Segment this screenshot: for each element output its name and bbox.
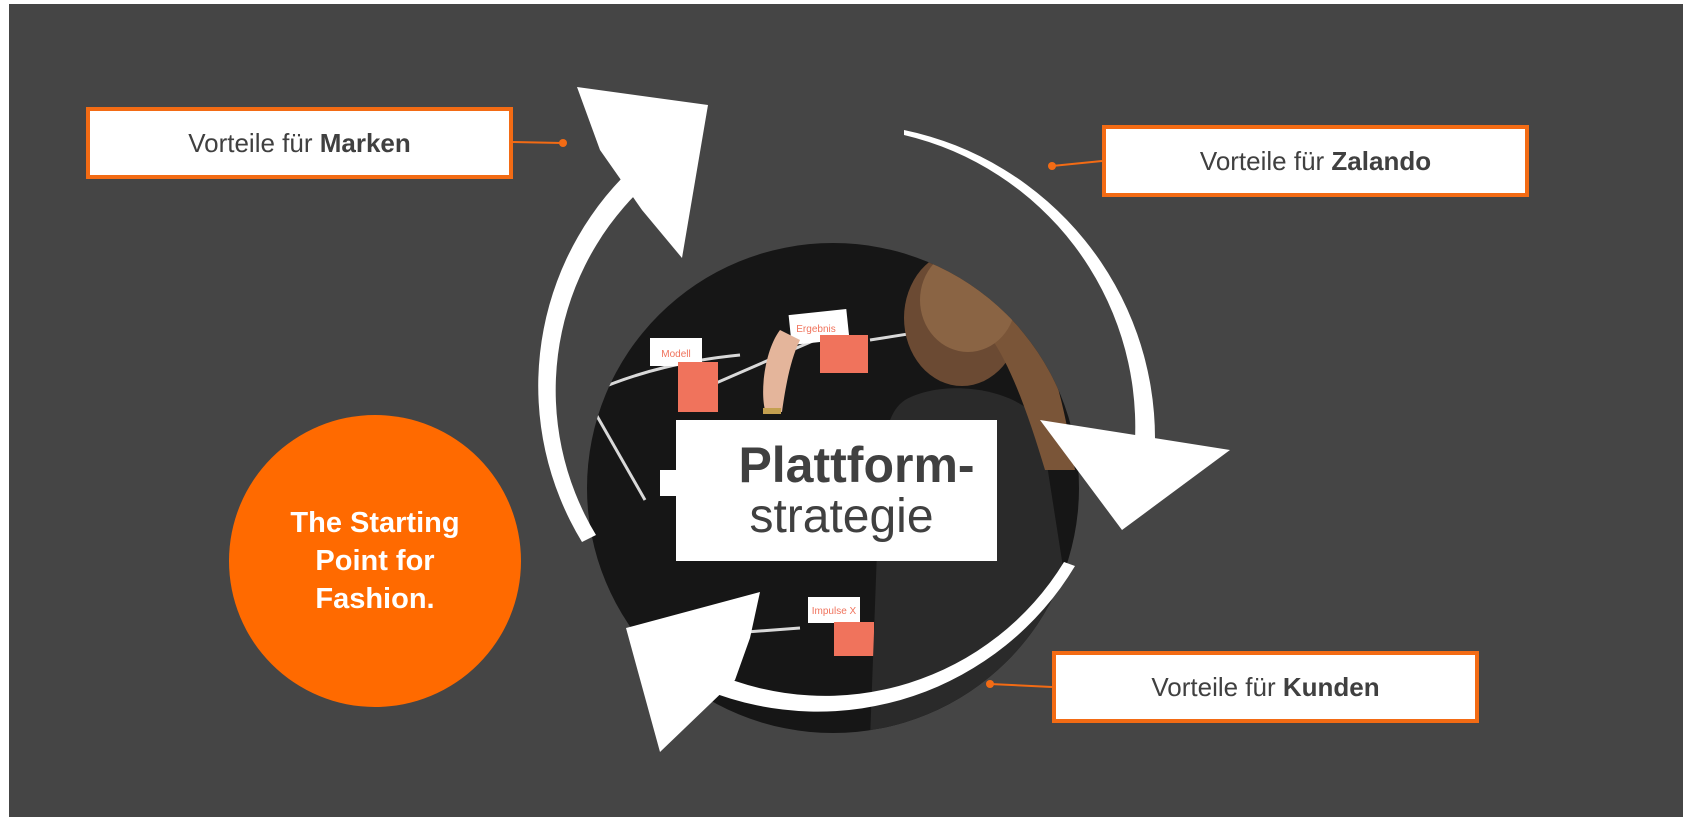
center-title-line1: Plattform-	[738, 437, 975, 494]
tagline-badge: The Starting Point for Fashion.	[229, 415, 521, 707]
label-zalando-prefix: Vorteile für	[1199, 145, 1332, 176]
connector-marken	[512, 141, 563, 144]
note-card-4: Impulse X	[808, 597, 874, 656]
note-card-3: Ergebnis	[788, 309, 868, 373]
connector-lines	[512, 141, 1103, 688]
arrow-bottom	[626, 562, 1075, 752]
center-title-box: Plattform- strategie	[676, 420, 997, 561]
tagline-line1: The Starting	[290, 507, 460, 539]
note-card-2: Modell	[650, 338, 718, 412]
tagline-line3: Fashion.	[315, 583, 435, 615]
center-title-line2: strategie	[749, 489, 934, 543]
tagline-line2: Point for	[315, 545, 435, 577]
label-marken-strong: Marken	[319, 127, 411, 158]
cycle-arrows	[538, 87, 1230, 752]
tagline-text: The Starting Point for Fashion.	[270, 504, 480, 618]
connector-zalando	[1051, 160, 1103, 167]
connector-kunden	[989, 683, 1053, 688]
arrow-right	[904, 130, 1230, 530]
arrow-upper-left	[538, 87, 708, 542]
connector-dot-zalando	[1048, 162, 1056, 170]
label-box-zalando: Vorteile für Zalando	[1102, 125, 1529, 197]
label-kunden-prefix: Vorteile für	[1151, 671, 1283, 702]
photo-card-2-label: Ergebnis	[796, 324, 835, 335]
label-zalando-strong: Zalando	[1331, 145, 1432, 176]
label-box-kunden: Vorteile für Kunden	[1052, 651, 1479, 723]
connector-dot-marken	[559, 139, 567, 147]
label-kunden-strong: Kunden	[1282, 671, 1380, 702]
label-box-marken: Vorteile für Marken	[86, 107, 513, 179]
label-marken-prefix: Vorteile für	[188, 127, 320, 158]
photo-card-1-label: Modell	[661, 349, 690, 360]
connector-dot-kunden	[986, 680, 994, 688]
photo-card-3-label: Impulse X	[812, 606, 857, 617]
connector-dots	[559, 139, 1056, 688]
